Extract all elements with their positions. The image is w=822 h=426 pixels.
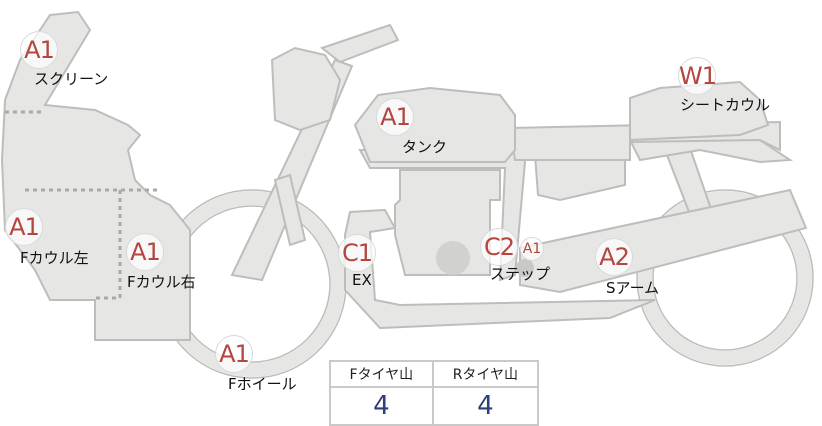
tank-grade-badge[interactable]: A1	[376, 98, 414, 136]
seat-cowl-shape[interactable]	[629, 80, 770, 142]
exhaust-grade-badge[interactable]: C1	[338, 234, 376, 272]
rear-tread-value: 4	[431, 386, 540, 426]
f-cowl-right-label: Fカウル右	[127, 273, 196, 291]
f-cowl-left-grade-badge[interactable]: A1	[5, 208, 43, 246]
rear-tire[interactable]	[638, 191, 812, 365]
exhaust-pipe[interactable]	[344, 208, 656, 330]
screen-label: スクリーン	[34, 70, 109, 88]
tank-label: タンク	[402, 138, 448, 156]
step-grade-badge[interactable]: C2	[480, 228, 518, 266]
footpeg	[516, 259, 534, 277]
swing-arm-grade-badge[interactable]: A2	[595, 238, 633, 276]
seat-cowl-grade-badge[interactable]: W1	[678, 57, 717, 95]
screen-grade-badge[interactable]: A1	[20, 31, 58, 69]
front-tread-header: Fタイヤ山	[329, 360, 434, 388]
front-tread-value: 4	[329, 386, 434, 426]
step-label: ステップ	[490, 265, 551, 283]
tread-value-row: 4 4	[329, 386, 540, 426]
tire-tread-table: Fタイヤ山 Rタイヤ山 4 4	[329, 360, 540, 426]
f-cowl-left-label: Fカウル左	[20, 249, 89, 267]
rear-tread-header: Rタイヤ山	[431, 360, 540, 388]
tread-header-row: Fタイヤ山 Rタイヤ山	[329, 360, 540, 388]
headlight[interactable]	[270, 46, 342, 132]
engine[interactable]	[394, 169, 501, 276]
step-grade-badge-secondary[interactable]: A1	[520, 237, 544, 261]
swing-arm[interactable]	[519, 188, 808, 294]
swing-arm-label: Sアーム	[606, 279, 660, 297]
handlebar[interactable]	[319, 23, 400, 64]
seat-cowl-label: シートカウル	[680, 96, 771, 114]
rear-tire-outer	[636, 189, 814, 367]
engine-case	[436, 241, 470, 275]
f-wheel-label: Fホイール	[228, 375, 297, 393]
fork-tube[interactable]	[273, 173, 307, 247]
f-cowl-right-grade-badge[interactable]: A1	[126, 233, 164, 271]
f-wheel-grade-badge[interactable]: A1	[215, 335, 253, 373]
cowl-seam-vertical	[95, 190, 122, 300]
exhaust-label: EX	[352, 271, 372, 289]
front-tire-inner	[173, 205, 331, 363]
